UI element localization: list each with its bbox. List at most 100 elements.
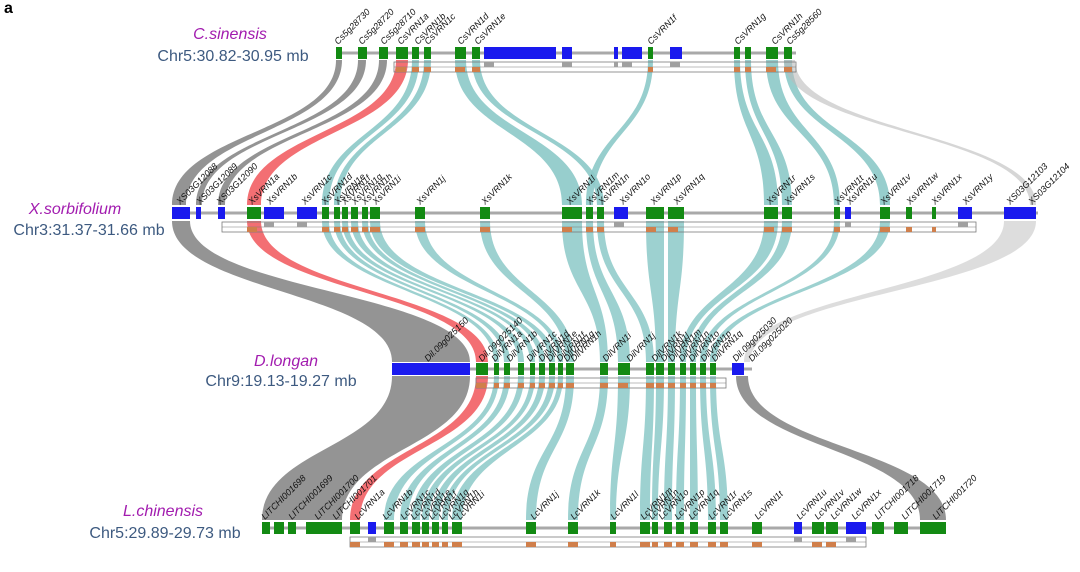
feature-mark (342, 227, 348, 232)
feature-mark (586, 227, 593, 232)
ribbon-teal (351, 221, 535, 362)
feature-mark (442, 542, 448, 547)
feature-mark (530, 383, 535, 388)
gene-block (784, 47, 792, 59)
feature-mark (452, 542, 462, 547)
ribbon-teal (455, 60, 582, 205)
ribbon-teal (422, 376, 535, 520)
ribbon-teal (668, 221, 684, 362)
ribbon-teal (586, 221, 630, 362)
feature-mark (670, 62, 680, 67)
ribbon-teal (334, 221, 510, 362)
gene-block (400, 522, 408, 534)
ribbon-teal (412, 376, 524, 520)
synteny-ribbons (172, 60, 1036, 520)
feature-mark (264, 222, 274, 227)
feature-mark (549, 383, 555, 388)
ribbon-teal (690, 376, 698, 520)
gene-block (566, 363, 574, 375)
gene-block (782, 207, 792, 219)
gene-block (306, 522, 342, 534)
feature-mark (652, 542, 658, 547)
gene-block (812, 522, 824, 534)
gene-block (622, 47, 642, 59)
gene-block (676, 522, 684, 534)
feature-mark (494, 383, 499, 388)
gene-block (370, 207, 380, 219)
feature-mark (812, 542, 822, 547)
feature-mark (622, 62, 632, 67)
ribbon-red (247, 60, 408, 205)
gene-block (652, 522, 658, 534)
ribbon-teal (680, 221, 778, 362)
gene-block (358, 47, 367, 59)
gene-block (640, 522, 650, 534)
gene-block (422, 522, 429, 534)
ribbon-gray (218, 60, 387, 205)
gene-block (412, 522, 420, 534)
feature-mark (455, 67, 465, 72)
feature-mark (539, 383, 545, 388)
feature-mark (368, 537, 376, 542)
feature-mark (614, 222, 624, 227)
gene-block (586, 207, 593, 219)
feature-mark (370, 227, 380, 232)
gene-block (834, 207, 840, 219)
gene-block (734, 47, 740, 59)
ribbon-teal (652, 376, 664, 520)
gene-block (646, 363, 654, 375)
gene-block (610, 522, 616, 534)
feature-mark (322, 227, 329, 232)
ribbon-teal (640, 376, 654, 520)
gene-block (766, 47, 778, 59)
gene-label: XsVRN1k (479, 171, 515, 207)
gene-block (442, 522, 448, 534)
gene-block (720, 522, 728, 534)
feature-mark (350, 542, 360, 547)
ribbon-teal (710, 221, 890, 362)
feature-mark (745, 67, 751, 72)
gene-block (452, 522, 462, 534)
species-label-c-sinensis: C.sinensis (193, 26, 267, 43)
gene-block (379, 47, 388, 59)
gene-block (218, 207, 225, 219)
gene-block (558, 363, 563, 375)
gene-block (322, 207, 329, 219)
feature-mark (958, 222, 968, 227)
gene-block (350, 522, 360, 534)
gene-block (846, 522, 866, 534)
feature-mark (400, 542, 408, 547)
feature-mark (880, 227, 890, 232)
feature-mark (690, 542, 698, 547)
gene-block (351, 207, 358, 219)
gene-block (670, 47, 682, 59)
gene-block (894, 522, 908, 534)
gene-block (618, 363, 630, 375)
gene-block (562, 47, 572, 59)
gene-block (412, 47, 419, 59)
feature-mark (566, 383, 574, 388)
feature-mark (362, 227, 368, 232)
feature-mark (558, 383, 563, 388)
gene-block (568, 522, 578, 534)
ribbon-gray (262, 376, 470, 520)
gene-block (668, 363, 675, 375)
feature-mark (664, 542, 672, 547)
feature-mark (794, 537, 802, 542)
gene-block (920, 522, 946, 534)
ribbon-teal (700, 376, 716, 520)
gene-block (600, 363, 608, 375)
ribbon-teal (384, 376, 499, 520)
gene-block (872, 522, 884, 534)
feature-mark (396, 67, 406, 72)
ribbon-teal (442, 376, 555, 520)
ribbon-teal (322, 60, 419, 205)
gene-block (288, 522, 296, 534)
feature-mark (562, 227, 572, 232)
gene-label: CsVRN1g (732, 11, 767, 46)
gene-block (494, 363, 499, 375)
gene-block (710, 363, 716, 375)
feature-mark (734, 67, 740, 72)
gene-block (392, 363, 470, 375)
feature-mark (422, 542, 429, 547)
